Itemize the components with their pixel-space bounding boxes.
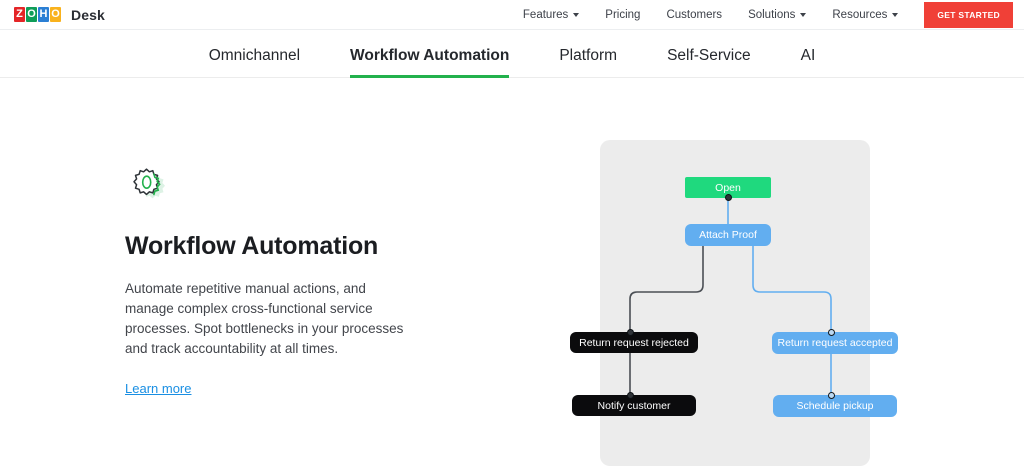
nav-item-pricing[interactable]: Pricing [605,9,640,21]
feature-tabbar: Omnichannel Workflow Automation Platform… [0,31,1024,78]
flow-node-return-request-accepted[interactable]: Return request accepted [772,332,898,354]
nav-label-customers: Customers [666,9,723,21]
nav-item-solutions[interactable]: Solutions [748,9,807,21]
logo-letter-h: H [38,7,49,22]
tab-list: Omnichannel Workflow Automation Platform… [184,31,841,78]
brand[interactable]: Z O H O Desk [14,6,105,23]
page-title: Workflow Automation [125,232,379,260]
nav-label-solutions: Solutions [748,9,796,21]
nav-label-resources: Resources [832,9,888,21]
tab-platform[interactable]: Platform [559,47,618,64]
feature-content: Workflow Automation Automate repetitive … [125,164,425,398]
tab-omnichannel[interactable]: Omnichannel [208,47,301,64]
flow-node-attach-proof[interactable]: Attach Proof [685,224,771,246]
chevron-down-icon [800,13,807,17]
nav-item-features[interactable]: Features [522,9,580,21]
port-notify-top[interactable] [626,391,634,399]
zoho-logo-icon: Z O H O [14,6,62,23]
port-open-bottom[interactable] [724,194,732,201]
logo-letter-z: Z [14,7,25,22]
top-navigation: Features Pricing Customers Solutions Res… [523,0,1024,30]
gear-icon [125,164,171,210]
chevron-down-icon [892,13,899,17]
product-name: Desk [71,6,105,23]
nav-item-customers[interactable]: Customers [666,9,722,21]
port-rejected-top[interactable] [626,328,634,336]
logo-letter-o2: O [50,7,61,22]
tab-self-service[interactable]: Self-Service [667,47,751,64]
nav-label-features: Features [522,9,569,21]
nav-item-resources[interactable]: Resources [832,9,899,21]
learn-more-link[interactable]: Learn more [125,381,192,396]
get-started-button[interactable]: GET STARTED [924,2,1013,28]
chevron-down-icon [573,13,580,17]
port-accepted-top[interactable] [827,328,835,336]
feature-description: Automate repetitive manual actions, and … [125,281,404,356]
logo-letter-o1: O [26,7,37,22]
flow-node-return-request-rejected[interactable]: Return request rejected [570,332,698,353]
tab-workflow-automation[interactable]: Workflow Automation [350,47,510,78]
nav-label-pricing: Pricing [605,9,641,21]
port-pickup-top[interactable] [827,391,835,399]
site-header: Z O H O Desk Features Pricing Customers … [0,0,1024,30]
flow-node-schedule-pickup[interactable]: Schedule pickup [773,395,897,417]
tab-ai[interactable]: AI [800,47,816,64]
flow-node-notify-customer[interactable]: Notify customer [572,395,696,416]
flow-node-open[interactable]: Open [685,177,771,198]
